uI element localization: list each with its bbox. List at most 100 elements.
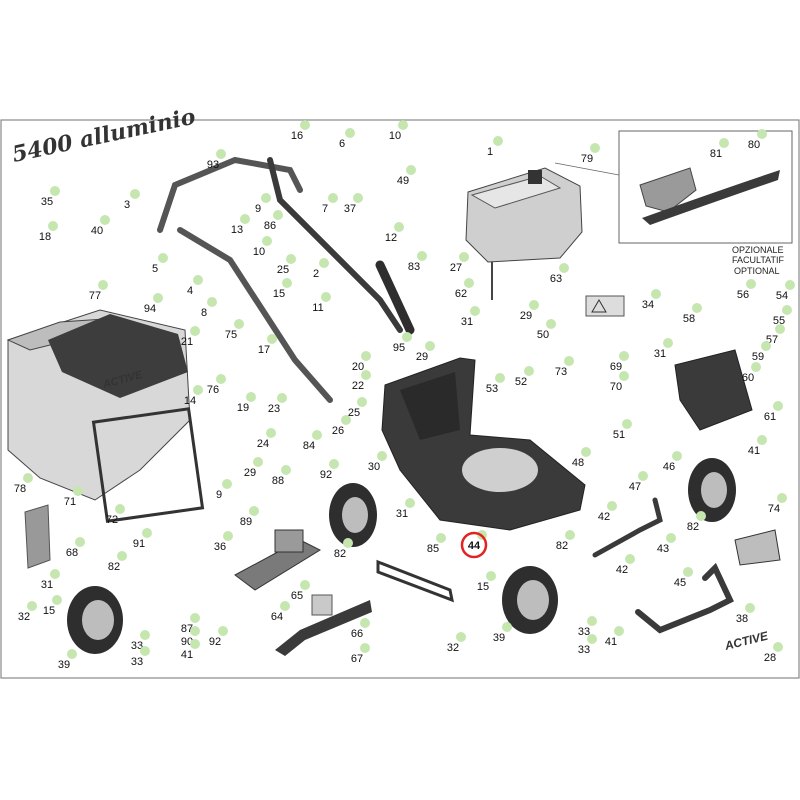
- callout-bubble: [341, 415, 351, 425]
- belt-part: [376, 559, 455, 603]
- callout-number: 85: [427, 543, 439, 555]
- callout-31b: 31: [654, 338, 673, 360]
- callout-76: 76: [207, 374, 226, 396]
- callout-bubble: [190, 613, 200, 623]
- callout-bubble: [360, 618, 370, 628]
- callout-bubble: [565, 530, 575, 540]
- callout-bubble: [773, 401, 783, 411]
- callout-20: 20: [352, 351, 371, 373]
- callout-number: 81: [710, 148, 722, 160]
- callout-number: 17: [258, 344, 270, 356]
- callout-34: 34: [642, 289, 661, 311]
- callout-number: 60: [742, 372, 754, 384]
- callout-33a: 33: [131, 630, 150, 652]
- callout-bubble: [277, 393, 287, 403]
- callout-82d: 82: [108, 551, 127, 573]
- callout-number: 90: [181, 636, 193, 648]
- callout-number: 26: [332, 425, 344, 437]
- wheel-rear-right: [502, 566, 558, 634]
- callout-bubble: [757, 435, 767, 445]
- callout-number: 32: [18, 611, 30, 623]
- callout-40: 40: [91, 215, 110, 237]
- callout-number: 31: [396, 508, 408, 520]
- callout-bubble: [751, 362, 761, 372]
- callout-number: 19: [237, 402, 249, 414]
- callout-number: 72: [106, 514, 118, 526]
- front-axle-part: [592, 497, 663, 558]
- callout-bubble: [286, 254, 296, 264]
- callout-number: 31: [41, 579, 53, 591]
- callout-bubble: [27, 601, 37, 611]
- callout-bubble: [619, 351, 629, 361]
- callout-41c: 41: [605, 626, 624, 648]
- callout-bubble: [773, 642, 783, 652]
- callout-number: 21: [181, 336, 193, 348]
- callout-83: 83: [408, 251, 427, 273]
- callout-number: 75: [225, 329, 237, 341]
- callout-bubble: [240, 214, 250, 224]
- callout-number: 1: [487, 146, 493, 158]
- callout-bubble: [140, 646, 150, 656]
- callout-4: 4: [187, 275, 203, 297]
- callout-bubble: [50, 569, 60, 579]
- callout-16: 16: [291, 120, 310, 142]
- callout-bubble: [190, 326, 200, 336]
- optional-label-fr: FACULTATIF: [732, 255, 785, 265]
- callout-bubble: [692, 303, 702, 313]
- callout-21: 21: [181, 326, 200, 348]
- callout-bubble: [345, 128, 355, 138]
- callout-number: 95: [393, 342, 405, 354]
- callout-bubble: [142, 528, 152, 538]
- callout-number: 9: [255, 203, 261, 215]
- callout-51: 51: [613, 419, 632, 441]
- callout-31c: 31: [396, 498, 415, 520]
- callout-82c: 82: [556, 530, 575, 552]
- callout-67: 67: [351, 643, 370, 665]
- callout-bubble: [223, 531, 233, 541]
- callout-number: 22: [352, 380, 364, 392]
- callout-41a: 41: [748, 435, 767, 457]
- callout-bubble: [193, 385, 203, 395]
- callout-14: 14: [184, 385, 203, 407]
- rear-axle-part: [635, 562, 734, 634]
- callout-42a: 42: [598, 501, 617, 523]
- wheel-rear-left: [67, 586, 123, 654]
- callout-number: 86: [264, 220, 276, 232]
- callout-number: 41: [748, 445, 760, 457]
- callout-70: 70: [610, 371, 629, 393]
- callout-bubble: [782, 305, 792, 315]
- callout-number: 48: [572, 457, 584, 469]
- callout-number: 78: [14, 483, 26, 495]
- callout-64: 64: [271, 601, 290, 623]
- callout-55: 55: [773, 305, 792, 327]
- callout-bubble: [607, 501, 617, 511]
- callout-32a: 32: [18, 601, 37, 623]
- callout-89: 89: [240, 506, 259, 528]
- callout-bubble: [436, 533, 446, 543]
- callout-number: 29: [520, 310, 532, 322]
- deck-part: [381, 357, 586, 531]
- callout-bubble: [619, 371, 629, 381]
- callout-37: 37: [344, 193, 363, 215]
- callout-18: 18: [39, 221, 58, 243]
- callout-number: 47: [629, 481, 641, 493]
- callout-number: 33: [578, 626, 590, 638]
- callout-6: 6: [339, 128, 355, 150]
- callout-bubble: [377, 451, 387, 461]
- callout-88: 88: [272, 465, 291, 487]
- callout-91: 91: [133, 528, 152, 550]
- highlight-ring: [460, 531, 488, 559]
- callout-29b: 29: [416, 341, 435, 363]
- callout-number: 42: [616, 564, 628, 576]
- callout-number: 3: [124, 199, 130, 211]
- callout-number: 82: [108, 561, 120, 573]
- callout-29a: 29: [520, 300, 539, 322]
- callout-90: 90: [181, 626, 200, 648]
- callout-number: 43: [657, 543, 669, 555]
- callout-bubble: [502, 622, 512, 632]
- callout-58: 58: [683, 303, 702, 325]
- callout-number: 44: [468, 540, 481, 552]
- callout-bubble: [273, 210, 283, 220]
